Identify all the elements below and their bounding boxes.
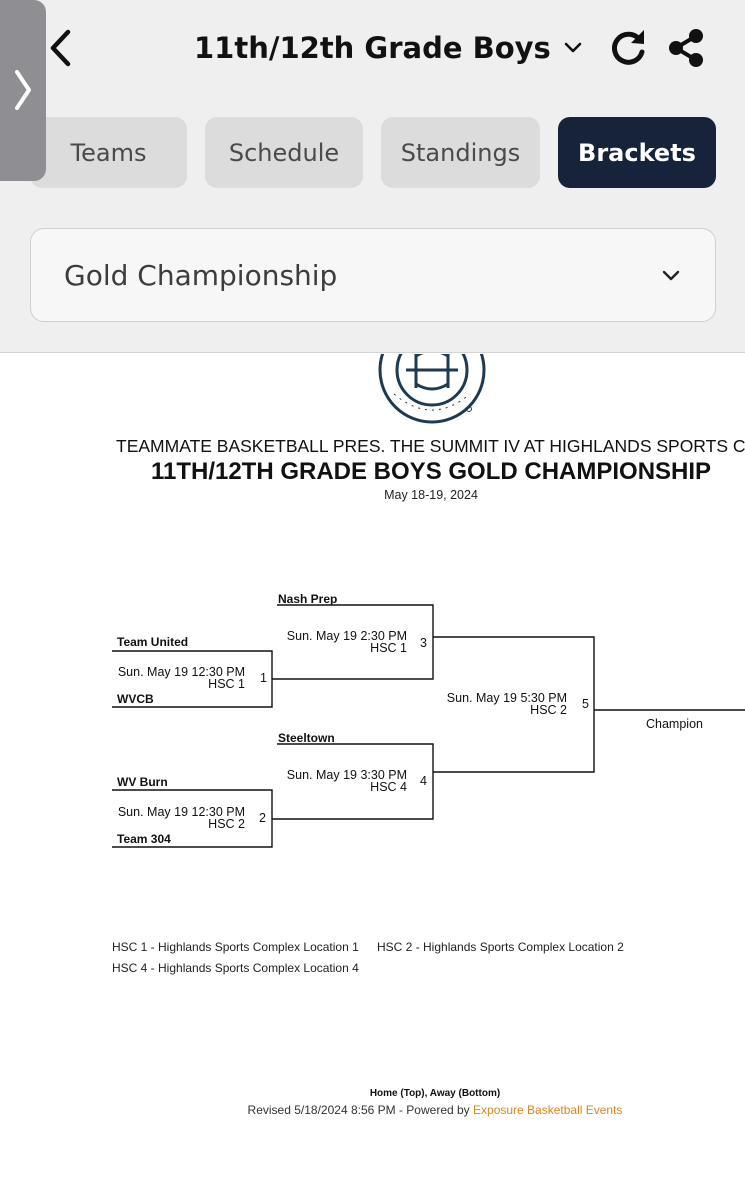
team-wv-burn: WV Burn (117, 775, 168, 789)
tab-teams[interactable]: Teams (30, 117, 187, 188)
location-legend-hsc-2: HSC 2 - Highlands Sports Complex Locatio… (377, 940, 624, 954)
game-2-time: Sun. May 19 12:30 PM (117, 805, 245, 819)
game-4-location: HSC 4 (370, 780, 407, 794)
location-legend-hsc-1: HSC 1 - Highlands Sports Complex Locatio… (112, 940, 359, 954)
game-5-number: 5 (582, 697, 589, 711)
refresh-icon (612, 30, 645, 65)
refresh-button[interactable] (606, 26, 650, 70)
game-1-time: Sun. May 19 12:30 PM (117, 665, 245, 679)
exposure-link[interactable]: Exposure Basketball Events (473, 1103, 623, 1117)
chevron-down-icon (564, 42, 582, 53)
team-wvcb: WVCB (117, 692, 154, 706)
game-5-location: HSC 2 (530, 703, 567, 717)
location-legend-hsc-4: HSC 4 - Highlands Sports Complex Locatio… (112, 961, 359, 975)
bracket-select-value: Gold Championship (64, 259, 338, 292)
game-4-time: Sun. May 19 3:30 PM (286, 768, 407, 782)
game-5-time: Sun. May 19 5:30 PM (446, 691, 567, 705)
tab-standings[interactable]: Standings (381, 117, 540, 188)
game-3-time: Sun. May 19 2:30 PM (286, 629, 407, 643)
bracket-select[interactable]: Gold Championship (30, 228, 716, 322)
home-away-note: Home (Top), Away (Bottom) (369, 1088, 501, 1099)
bracket-document: TEAMMATE BASKETBALL PRES. THE SUMMIT IV … (0, 354, 745, 1200)
revised-text: Revised 5/18/2024 8:56 PM - Powered by (247, 1103, 474, 1117)
share-icon (669, 29, 703, 67)
division-selector[interactable]: 11th/12th Grade Boys (194, 24, 583, 72)
game-2-number: 2 (259, 811, 266, 825)
event-name: TEAMMATE BASKETBALL PRES. THE SUMMIT IV … (116, 436, 745, 456)
tab-bar: Teams Schedule Standings Brackets (30, 117, 716, 188)
chevron-left-icon (50, 29, 71, 67)
back-button[interactable] (40, 26, 80, 70)
bracket-lines (112, 604, 745, 848)
game-3-location: HSC 1 (370, 641, 407, 655)
share-button[interactable] (664, 26, 708, 70)
chevron-right-icon (15, 70, 31, 110)
team-team-304: Team 304 (117, 832, 171, 846)
page-title: 11th/12th Grade Boys (194, 31, 551, 65)
game-4-number: 4 (420, 774, 427, 788)
app-header: 11th/12th Grade Boys Teams Schedule Stan… (0, 0, 745, 353)
side-drawer-handle[interactable] (0, 0, 46, 181)
team-team-united: Team United (117, 635, 189, 649)
revised-footer: Revised 5/18/2024 8:56 PM - Powered by E… (0, 1103, 745, 1117)
game-1-number: 1 (260, 671, 267, 685)
champion-label: Champion (646, 717, 703, 731)
teammate-basketball-logo (378, 354, 486, 424)
tab-brackets[interactable]: Brackets (558, 117, 716, 188)
game-3-number: 3 (420, 636, 427, 650)
team-nash-prep: Nash Prep (278, 592, 338, 606)
game-1-location: HSC 1 (208, 677, 245, 691)
chevron-down-icon (662, 270, 680, 281)
game-2-location: HSC 2 (208, 817, 245, 831)
bracket-title: 11TH/12TH GRADE BOYS GOLD CHAMPIONSHIP (150, 458, 712, 485)
tab-schedule[interactable]: Schedule (205, 117, 363, 188)
event-date: May 18-19, 2024 (384, 488, 478, 502)
team-steeltown: Steeltown (278, 731, 335, 745)
